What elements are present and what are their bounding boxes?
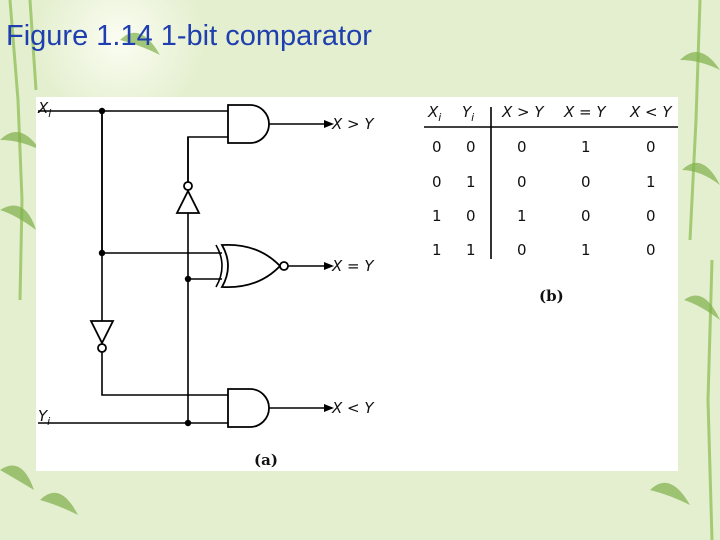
output-gt-label: X > Y [331,115,375,133]
x-inverter [89,320,115,346]
xnor-bubble [279,261,289,271]
junction-dot [98,249,106,257]
tt-header-xi: Xi [427,103,441,124]
junction-dot [98,107,106,115]
tt-cell: 0 [646,138,656,156]
slide-title: Figure 1.14 1-bit comparator [6,20,372,52]
circuit-caption: (a) [254,451,278,469]
input-y-label: Yi [38,407,50,428]
x-inverter-bubble [97,343,107,353]
tt-cell: 1 [466,241,476,259]
tt-cell: 1 [581,138,591,156]
tt-row: 0 1 0 0 1 [432,173,656,191]
y-inverter-bubble [183,181,193,191]
tt-row: 0 0 0 1 0 [432,138,656,156]
tt-cell: 0 [466,207,476,225]
lt-output-arrow [324,404,334,412]
junction-dot [184,419,192,427]
tt-cell: 0 [581,207,591,225]
input-x-label: Xi [37,99,51,120]
tt-header-lt: X < Y [629,103,673,121]
and-gate-greater [227,104,270,144]
output-eq-label: X = Y [331,257,375,275]
tt-header-eq: X = Y [563,103,607,121]
tt-cell: 0 [432,173,442,191]
x-not-to-and-wire [101,352,228,396]
tt-cell: 0 [646,241,656,259]
tt-cell: 0 [517,241,527,259]
comparator-figure: Xi Yi [37,99,678,469]
logic-circuit: Xi Yi [37,99,375,469]
tt-cell: 0 [581,173,591,191]
junction-dot [184,275,192,283]
tt-cell: 0 [517,138,527,156]
tt-cell: 1 [432,207,442,225]
tt-header-yi: Yi [462,103,474,124]
tt-row: 1 1 0 1 0 [432,241,656,259]
figure-panel: Xi Yi [36,97,678,471]
tt-cell: 1 [581,241,591,259]
tt-cell: 0 [466,138,476,156]
xnor-gate [220,243,282,289]
truth-table-caption: (b) [539,287,564,305]
xnor-extra-arc [215,244,223,288]
tt-header-gt: X > Y [501,103,545,121]
y-not-to-and-wire [187,136,228,182]
eq-output-arrow [324,262,334,270]
tt-cell: 1 [517,207,527,225]
output-lt-label: X < Y [331,399,375,417]
tt-cell: 1 [646,173,656,191]
truth-table: Xi Yi X > Y X = Y X < Y 0 0 0 1 0 0 1 0 … [424,103,678,305]
tt-cell: 0 [517,173,527,191]
y-inverter [175,188,201,214]
tt-row: 1 0 1 0 0 [432,207,656,225]
gt-output-arrow [324,120,334,128]
tt-cell: 1 [466,173,476,191]
tt-cell: 1 [432,241,442,259]
and-gate-less [227,388,270,428]
tt-cell: 0 [432,138,442,156]
tt-cell: 0 [646,207,656,225]
